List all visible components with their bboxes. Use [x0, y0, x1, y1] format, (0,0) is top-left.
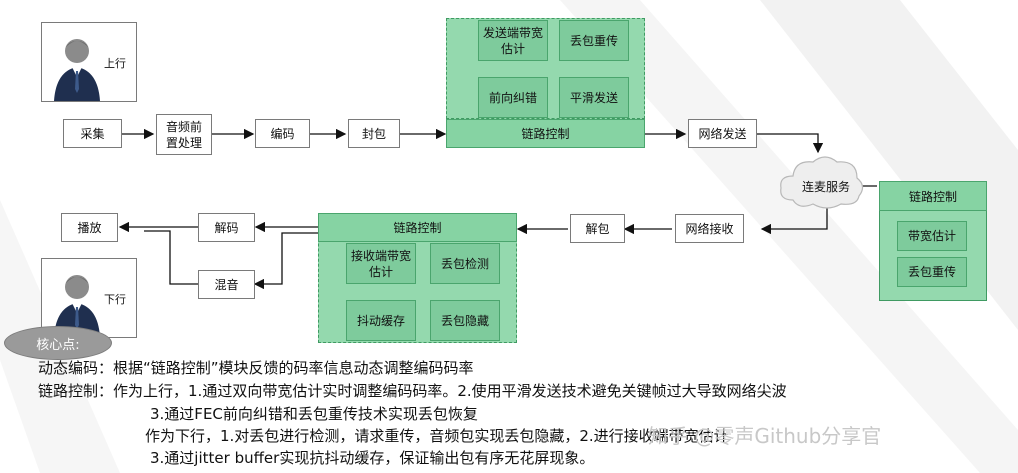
unpack-box: 解包 — [570, 214, 625, 243]
cloud-icon — [780, 156, 864, 209]
network-send-box: 网络发送 — [688, 119, 757, 148]
encode-box: 编码 — [255, 119, 310, 148]
sender-bandwidth-estimate-box: 发送端带宽 估计 — [478, 20, 548, 61]
downlink-link-control-header: 链路控制 — [318, 213, 517, 242]
arrow-linkctrl-mix — [253, 232, 318, 290]
businessman-icon — [54, 39, 100, 101]
play-box: 播放 — [61, 213, 118, 242]
packet-loss-conceal-box: 丢包隐藏 — [430, 300, 500, 341]
note-line-2: 链路控制：作为上行，1.通过双向带宽估计实时调整编码码率。2.使用平滑发送技术避… — [38, 382, 787, 400]
downlink-user-frame: 下行 — [41, 258, 137, 338]
network-receive-box: 网络接收 — [675, 214, 744, 243]
cloud-label: 连麦服务 — [802, 180, 851, 194]
note-line-5: 3.通过jitter buffer实现抗抖动缓存，保证输出包有序无花屏现象。 — [150, 449, 595, 467]
core-points-bubble: 核心点: — [4, 326, 112, 360]
downlink-label: 下行 — [104, 293, 126, 306]
jitter-buffer-box: 抖动缓存 — [346, 300, 416, 341]
server-link-control-header: 链路控制 — [879, 181, 987, 211]
note-line-4: 作为下行，1.对丢包进行检测，请求重传，音频包实现丢包隐藏，2.进行接收端带宽估… — [145, 427, 729, 445]
bandwidth-estimate-box: 带宽估计 — [897, 221, 967, 251]
note-line-3: 3.通过FEC前向纠错和丢包重传技术实现丢包恢复 — [150, 405, 478, 423]
arrow-send-cloud — [757, 133, 824, 154]
uplink-link-control-header: 链路控制 — [446, 119, 645, 148]
packet-retransmit-box: 丢包重传 — [559, 20, 629, 61]
fec-box: 前向纠错 — [478, 77, 548, 118]
uplink-user-frame: 上行 — [41, 22, 137, 102]
line-mix-play — [144, 230, 198, 285]
watermark: 知乎 @零声Github分享官 — [648, 424, 882, 448]
pack-box: 封包 — [348, 119, 400, 148]
capture-box: 采集 — [63, 119, 122, 148]
arrow-cloud-receive — [760, 208, 828, 235]
note-line-1: 动态编码：根据“链路控制”模块反馈的码率信息动态调整编码码率 — [38, 359, 474, 377]
uplink-label: 上行 — [104, 57, 126, 70]
receiver-bandwidth-estimate-box: 接收端带宽 估计 — [346, 243, 416, 284]
decode-box: 解码 — [198, 213, 255, 242]
server-retransmit-box: 丢包重传 — [897, 257, 967, 287]
mix-box: 混音 — [198, 270, 255, 299]
smooth-send-box: 平滑发送 — [559, 77, 629, 118]
packet-loss-detect-box: 丢包检测 — [430, 243, 500, 284]
preprocess-box: 音频前 置处理 — [156, 114, 212, 155]
